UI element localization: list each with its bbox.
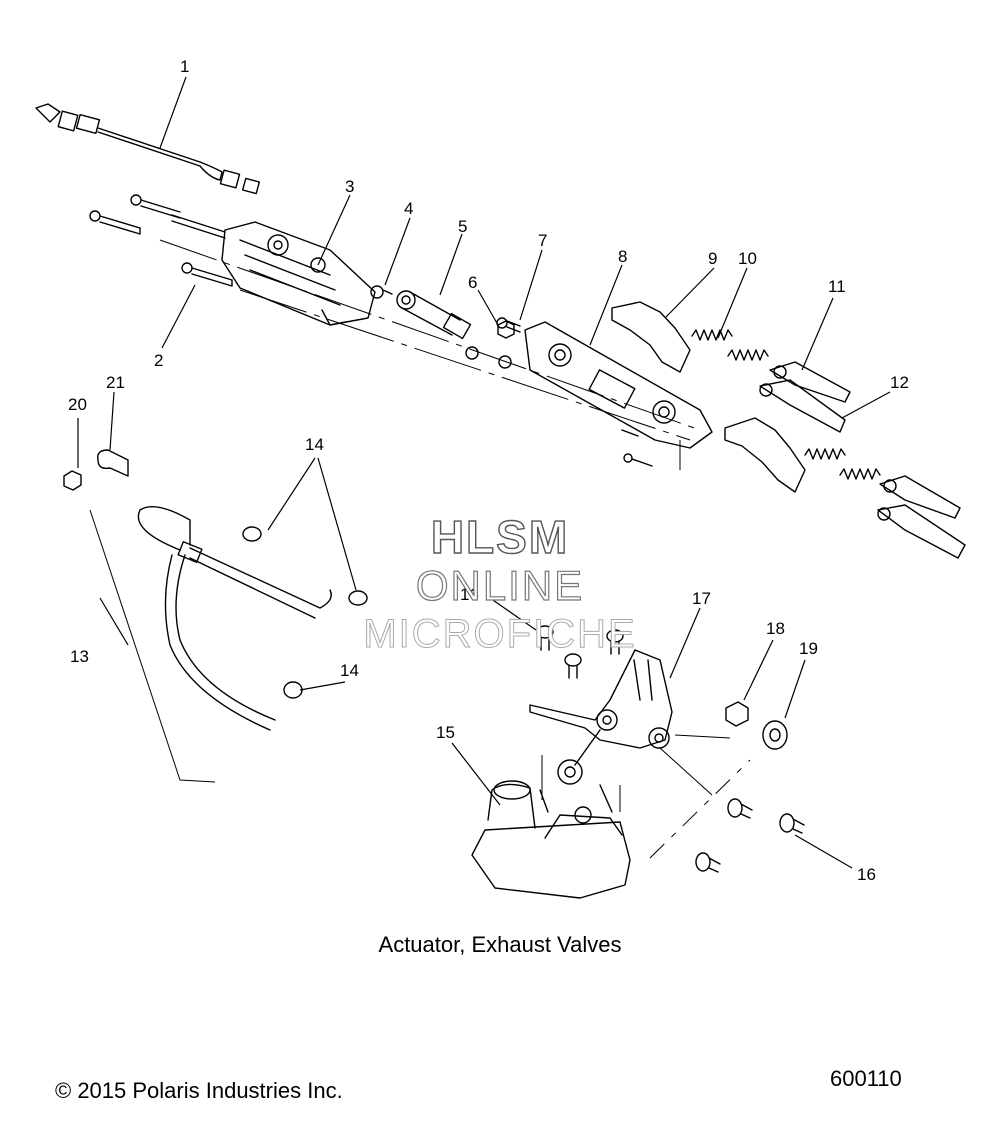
callout-20: 20: [68, 395, 87, 414]
part-5-link: [396, 290, 479, 360]
part-4-bolt: [370, 285, 393, 299]
watermark-line-2: ONLINE: [415, 561, 585, 609]
part-16-screws: [536, 625, 805, 873]
callout-18: 18: [766, 619, 785, 638]
callout-13: 13: [70, 647, 89, 666]
callout-17: 17: [692, 589, 711, 608]
callout-12: 12: [890, 373, 909, 392]
callout-14a: 14: [305, 435, 324, 454]
part-3-housing: [221, 221, 376, 326]
callout-5: 5: [458, 217, 467, 236]
part-7-bolt: [496, 317, 521, 333]
part-15-actuator: [471, 780, 631, 899]
part-12-valves: [759, 379, 966, 559]
leader-lines: [77, 76, 891, 869]
part-9-gaskets: [611, 301, 806, 493]
copyright-text: © 2015 Polaris Industries Inc.: [55, 1078, 343, 1103]
part-1-cable: [35, 103, 261, 195]
part-17-bracket: [529, 649, 673, 785]
part-21-clip: [97, 449, 129, 477]
callout-14b: 14: [340, 661, 359, 680]
watermark-line-3: MICROFICHE: [363, 612, 637, 657]
diagram-caption: Actuator, Exhaust Valves: [378, 932, 622, 957]
callout-19: 19: [799, 639, 818, 658]
callout-2: 2: [154, 351, 163, 370]
part-13-hose: [137, 506, 332, 731]
callout-21: 21: [106, 373, 125, 392]
callout-11: 11: [828, 277, 846, 296]
part-11-valves: [769, 361, 961, 519]
callout-6: 6: [468, 273, 477, 292]
part-8-bracket: [524, 321, 713, 467]
figure-number: 600110: [830, 1066, 902, 1091]
callout-1: 1: [180, 57, 189, 76]
callout-10: 10: [738, 249, 757, 268]
part-18-nut: [725, 701, 749, 727]
part-2-bolts: [89, 194, 233, 287]
callout-16a: 16: [460, 585, 479, 604]
part-20-nut: [63, 470, 82, 491]
part-10-springs: [691, 329, 881, 480]
callout-3: 3: [345, 177, 354, 196]
callout-8: 8: [618, 247, 627, 266]
callout-9: 9: [708, 249, 717, 268]
callout-4: 4: [404, 199, 413, 218]
watermark-line-1: HLSM: [430, 510, 570, 563]
callout-7: 7: [538, 231, 547, 250]
part-19-grommet: [762, 720, 788, 750]
callout-16b: 16: [857, 865, 876, 884]
callout-15: 15: [436, 723, 455, 742]
center-lines: [89, 239, 751, 859]
